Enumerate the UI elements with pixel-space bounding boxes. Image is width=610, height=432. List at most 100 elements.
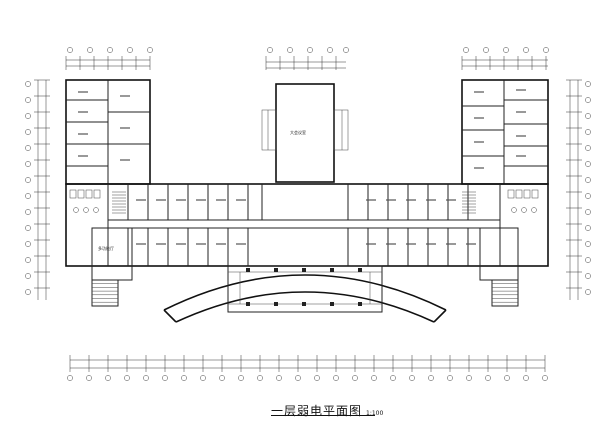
axis-bubble	[105, 375, 111, 381]
fixture	[77, 189, 85, 199]
column	[274, 302, 278, 306]
fixture	[69, 189, 77, 199]
axis-bubble	[503, 47, 509, 53]
axis-bubble	[585, 193, 591, 199]
axis-bubble	[485, 375, 491, 381]
axis-bubble	[127, 47, 133, 53]
column	[246, 302, 250, 306]
axis-bubble	[267, 47, 273, 53]
axis-bubble	[307, 47, 313, 53]
fixture	[531, 207, 537, 213]
axis-bubble	[295, 375, 301, 381]
dimension-ticks	[34, 56, 582, 372]
fixture	[515, 189, 523, 199]
canopy-columns	[246, 268, 362, 306]
axis-bubble	[466, 375, 472, 381]
title-underline	[271, 415, 375, 416]
step-block	[491, 279, 519, 307]
column	[274, 268, 278, 272]
axis-bubble	[86, 375, 92, 381]
fixture	[93, 189, 101, 199]
axis-bubble	[585, 145, 591, 151]
axis-bubble	[107, 47, 113, 53]
fixture	[507, 189, 515, 199]
axis-bubble	[585, 97, 591, 103]
axis-bubble	[585, 273, 591, 279]
axis-bubble	[25, 193, 31, 199]
fixture	[93, 207, 99, 213]
axis-bubble	[25, 113, 31, 119]
axis-bubble	[352, 375, 358, 381]
axis-bubble	[25, 273, 31, 279]
column	[358, 302, 362, 306]
room-label-lobby: 多功能厅	[98, 245, 114, 251]
axis-bubble	[585, 225, 591, 231]
axis-bubble	[585, 241, 591, 247]
axis-bubble	[67, 375, 73, 381]
axis-bubble	[409, 375, 415, 381]
room-label-main-hall: 大会议室	[290, 129, 306, 135]
axis-bubble	[585, 209, 591, 215]
axis-bubble	[428, 375, 434, 381]
axis-bubble	[343, 47, 349, 53]
fixture	[523, 189, 531, 199]
fixture	[511, 207, 517, 213]
axis-bubble	[371, 375, 377, 381]
dimension-lines	[37, 59, 579, 369]
axis-bubble	[483, 47, 489, 53]
axis-bubble	[585, 161, 591, 167]
axis-bubble	[25, 257, 31, 263]
axis-bubble	[25, 177, 31, 183]
fixture	[83, 207, 89, 213]
axis-bubble	[181, 375, 187, 381]
axis-bubble	[67, 47, 73, 53]
axis-bubble	[25, 289, 31, 295]
axis-bubble	[585, 289, 591, 295]
axis-bubble	[25, 145, 31, 151]
fixture	[85, 189, 93, 199]
axis-markers	[25, 47, 591, 381]
axis-bubble	[25, 241, 31, 247]
axis-bubble	[333, 375, 339, 381]
fixture	[73, 207, 79, 213]
axis-bubble	[200, 375, 206, 381]
axis-bubble	[523, 375, 529, 381]
column	[330, 302, 334, 306]
axis-bubble	[314, 375, 320, 381]
axis-bubble	[390, 375, 396, 381]
column	[330, 268, 334, 272]
axis-bubble	[257, 375, 263, 381]
axis-bubble	[276, 375, 282, 381]
axis-bubble	[238, 375, 244, 381]
axis-bubble	[87, 47, 93, 53]
drawing-title: 一层弱电平面图	[271, 404, 363, 418]
axis-bubble	[447, 375, 453, 381]
fixture	[531, 189, 539, 199]
axis-bubble	[219, 375, 225, 381]
axis-bubble	[585, 257, 591, 263]
axis-bubble	[143, 375, 149, 381]
axis-bubble	[25, 225, 31, 231]
step-block	[91, 279, 119, 307]
axis-bubble	[543, 47, 549, 53]
axis-bubble	[585, 129, 591, 135]
axis-bubble	[25, 161, 31, 167]
axis-bubble	[585, 81, 591, 87]
axis-bubble	[523, 47, 529, 53]
axis-bubble	[162, 375, 168, 381]
center-hall	[261, 83, 349, 183]
axis-bubble	[585, 113, 591, 119]
axis-bubble	[124, 375, 130, 381]
entrance-steps	[91, 279, 519, 307]
column	[358, 268, 362, 272]
drawing-scale: 1:100	[366, 410, 384, 417]
axis-bubble	[25, 129, 31, 135]
column	[302, 302, 306, 306]
column	[246, 268, 250, 272]
axis-bubble	[25, 209, 31, 215]
axis-bubble	[287, 47, 293, 53]
axis-bubble	[585, 177, 591, 183]
